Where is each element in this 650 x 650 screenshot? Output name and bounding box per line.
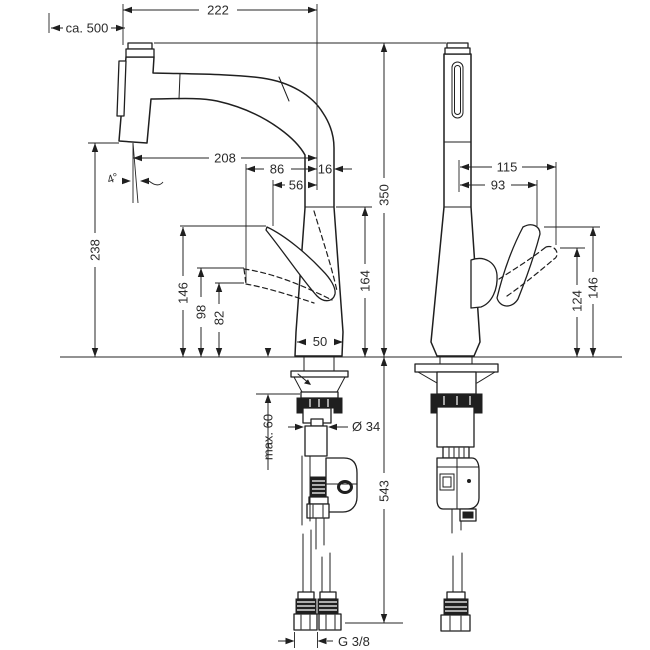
- dim-146-left: 146: [176, 225, 266, 357]
- dim-98: 98: [194, 267, 244, 357]
- dim-93: 93: [460, 178, 538, 226]
- dim-label-124: 124: [570, 290, 585, 312]
- dim-dia34: Ø 34: [288, 419, 380, 434]
- dim-ca500: ca. 500: [48, 13, 125, 36]
- hose-connector-b: [317, 591, 342, 631]
- hose-valve-box: [306, 457, 358, 519]
- handle-socket-front: [470, 257, 498, 309]
- dim-label-max60: max. 60: [261, 414, 276, 460]
- spray-head-cap: [127, 42, 153, 50]
- dim-label-208: 208: [214, 151, 236, 166]
- shank-front: [436, 406, 475, 448]
- spray-slot: [451, 61, 464, 119]
- dim-label-146-right: 146: [586, 277, 601, 299]
- valve-box-front: [436, 457, 480, 510]
- hose-connector-a: [293, 591, 318, 631]
- dim-543: 543: [345, 357, 403, 624]
- dim-164: 164: [336, 206, 373, 357]
- dim-16: 16: [318, 162, 352, 177]
- dim-82: 82: [212, 282, 244, 357]
- dim-222: 222: [122, 3, 318, 190]
- dim-146-right: 146: [544, 226, 601, 357]
- handle-lever-front: [496, 224, 541, 307]
- dim-124: 124: [560, 247, 585, 357]
- dim-label-50: 50: [313, 334, 327, 349]
- threaded-shank: [302, 407, 332, 424]
- dim-label-164: 164: [358, 270, 373, 292]
- dim-label-82: 82: [212, 311, 227, 325]
- faucet-body-outline: [118, 56, 344, 357]
- dim-350: 350: [377, 43, 392, 357]
- spout-seam: [278, 76, 290, 102]
- box-port: [337, 480, 353, 494]
- dim-label-56: 56: [289, 178, 303, 193]
- dim-label-350: 350: [377, 184, 392, 206]
- supply-tube: [304, 425, 328, 457]
- hidden-cartridge-line: [313, 210, 338, 292]
- escutcheon-plate: [290, 370, 349, 378]
- dim-115: 115: [458, 160, 557, 245]
- left-view-side: [116, 42, 358, 631]
- dim-label-ca500: ca. 500: [66, 21, 109, 36]
- spray-face-plate: [116, 60, 127, 117]
- dim-g38: G 3/8: [278, 632, 370, 649]
- dim-label-543: 543: [377, 480, 392, 502]
- hose-clamp: [310, 476, 327, 498]
- dim-label-4deg: 4°: [106, 171, 120, 186]
- box-window: [439, 473, 455, 491]
- reference-lines: [60, 42, 622, 358]
- dim-label-98: 98: [194, 305, 209, 319]
- dim-label-238: 238: [88, 239, 103, 261]
- base-mounting-left: [290, 356, 349, 457]
- dim-label-115: 115: [497, 160, 518, 175]
- dim-label-222: 222: [207, 3, 229, 18]
- dimensions-right: 115 93 124 146: [458, 160, 601, 357]
- dim-label-146-left: 146: [176, 282, 191, 304]
- supply-hose-right: [451, 508, 463, 593]
- escutcheon-front: [414, 363, 499, 373]
- dim-label-86: 86: [270, 162, 284, 177]
- dim-50: 50: [297, 334, 343, 349]
- dim-label-16: 16: [318, 162, 332, 177]
- dimensions-left: 222 ca. 500 208 86 16 56: [48, 3, 403, 649]
- spray-head-collar: [125, 48, 155, 58]
- handle-dashed-position-front: [498, 245, 558, 297]
- dim-208: 208: [133, 151, 317, 166]
- faucet-column-outline: [430, 53, 481, 357]
- column-cap: [446, 42, 469, 49]
- dim-label-dia34: Ø 34: [352, 419, 380, 434]
- handle-lever-side: [265, 226, 336, 302]
- supply-hoses-left: [301, 455, 331, 593]
- dim-max60: max. 60: [256, 348, 300, 470]
- dim-238: 238: [88, 142, 119, 357]
- dim-4deg: 4°: [106, 142, 164, 204]
- dim-56: 56: [272, 178, 317, 226]
- dim-label-g38: G 3/8: [338, 634, 370, 649]
- pullout-seam: [178, 73, 181, 100]
- dim-label-93: 93: [491, 178, 505, 193]
- dim-86: 86: [245, 162, 317, 283]
- right-view-front: [414, 42, 558, 632]
- hose-connector-right: [440, 591, 471, 632]
- base-mounting-right: [414, 355, 499, 522]
